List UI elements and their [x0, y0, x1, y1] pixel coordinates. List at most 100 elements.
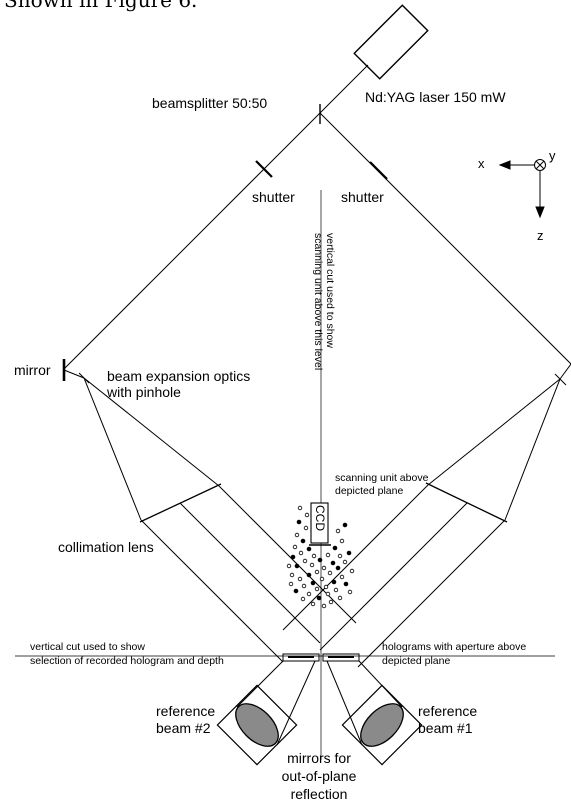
particle — [300, 538, 306, 544]
collimation-lens-left — [139, 483, 222, 523]
pinhole-right — [554, 373, 567, 386]
particle — [310, 601, 316, 607]
particle — [293, 588, 299, 594]
particle — [314, 586, 320, 592]
particle — [343, 581, 349, 587]
particle — [302, 558, 308, 564]
shutter-right-label: shutter — [341, 189, 384, 205]
expansion-label-2: with pinhole — [106, 384, 181, 400]
axis-x-label: x — [478, 156, 485, 171]
mirrors-label-2: out-of-plane — [282, 768, 357, 784]
particle — [301, 583, 307, 589]
particle — [306, 546, 312, 552]
beam-right — [319, 112, 571, 365]
particle — [314, 569, 320, 575]
particle — [303, 525, 309, 531]
particle — [337, 595, 343, 601]
vertical-cut-2-line1: vertical cut used to show — [30, 641, 145, 653]
particle — [296, 519, 302, 525]
axis-indicator — [498, 159, 546, 219]
mirror-label: mirror — [14, 362, 51, 378]
coll-left-a — [140, 519, 284, 663]
particle — [337, 553, 343, 559]
reference-beam-1-line1: reference — [418, 703, 477, 719]
coll-right-b — [357, 519, 506, 668]
shutter-left — [255, 160, 273, 178]
mirrors-label-1: mirrors for — [287, 750, 351, 766]
mirror-box-1 — [341, 684, 423, 766]
laser-label: Nd:YAG laser 150 mW — [365, 89, 506, 105]
particle — [297, 505, 303, 511]
shutter-right — [369, 161, 388, 180]
cone-right-a — [427, 378, 561, 486]
laser-beam — [319, 64, 369, 114]
coll-right-a — [282, 484, 429, 631]
ccd-unit: CCD — [309, 502, 331, 546]
particle — [323, 584, 329, 590]
ref-beam-2-b — [276, 660, 316, 746]
expansion-label-1: beam expansion optics — [107, 368, 250, 384]
beam-left — [63, 112, 321, 370]
mirror-1-ellipse — [360, 703, 404, 747]
reference-beam-1-line2: beam #1 — [418, 720, 473, 736]
beam-right-to-pinhole — [559, 363, 571, 380]
coll-left-b — [218, 485, 357, 624]
beamsplitter-label: beamsplitter 50:50 — [152, 95, 267, 111]
particle — [342, 559, 348, 565]
particle — [317, 557, 323, 563]
holograms-label-2: depicted plane — [382, 655, 450, 667]
particle — [321, 603, 327, 609]
reference-beam-2-line2: beam #2 — [156, 720, 211, 736]
particle — [316, 595, 322, 601]
particle — [304, 512, 310, 518]
ref-beam-1-b — [358, 660, 403, 708]
caption-fragment: Shown in Figure 6. — [4, 0, 198, 12]
particle — [300, 596, 306, 602]
particle — [339, 574, 345, 580]
particle — [289, 572, 295, 578]
coll-left-c — [179, 502, 321, 644]
particle — [330, 560, 336, 566]
particle — [331, 579, 337, 585]
particle — [294, 532, 300, 538]
cone-right-b — [504, 378, 561, 521]
mirrors-label-3: reflection — [291, 786, 348, 802]
particle — [319, 576, 325, 582]
ref-beam-2-a — [236, 660, 284, 708]
hologram-plate-left — [282, 653, 320, 662]
particle-cloud — [286, 505, 355, 609]
particle — [325, 552, 331, 558]
axis-y-label: y — [549, 148, 556, 163]
particle — [290, 554, 296, 560]
cone-left-a — [83, 377, 142, 521]
mirror-box-2 — [216, 684, 298, 766]
particle — [335, 528, 341, 534]
particle — [310, 580, 316, 586]
particle — [332, 545, 338, 551]
vertical-cut-2-line2: selection of recorded hologram and depth — [30, 655, 224, 667]
axis-z-label: z — [537, 228, 544, 243]
particle — [297, 576, 303, 582]
shutter-left-label: shutter — [252, 189, 295, 205]
scanning-unit-label-2: depicted plane — [335, 485, 403, 497]
reference-beam-2-line1: reference — [156, 703, 215, 719]
coll-right-c — [319, 502, 468, 651]
particle — [292, 544, 298, 550]
particle — [349, 568, 355, 574]
particle — [294, 563, 300, 569]
particle — [288, 581, 294, 587]
vertical-cut-1-line2: scanning unit above this level — [312, 233, 324, 370]
particle — [311, 553, 317, 559]
mirror-2-ellipse — [235, 703, 279, 747]
particle — [306, 591, 312, 597]
collimation-lens-right — [425, 482, 508, 523]
particle — [286, 563, 292, 569]
scanning-unit-label-1: scanning unit above — [335, 472, 429, 484]
holograms-label-1: holograms with aperture above — [382, 641, 526, 653]
ref-beam-1-a — [326, 660, 363, 746]
cone-left-b — [83, 377, 220, 487]
collimation-lens-label: collimation lens — [58, 539, 154, 555]
particle — [298, 550, 304, 556]
particle — [321, 565, 327, 571]
